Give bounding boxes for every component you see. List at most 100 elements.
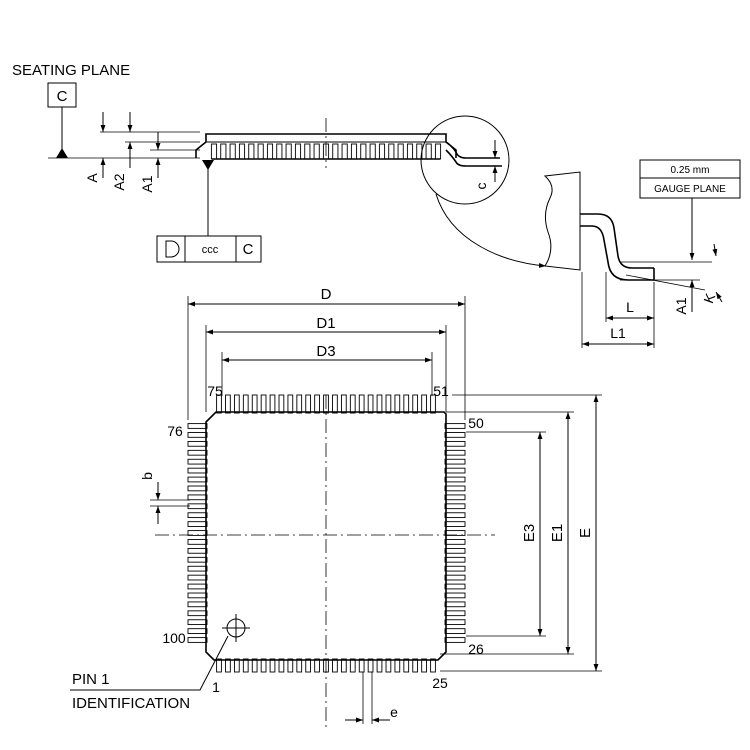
lead-left-side [187, 583, 208, 590]
lead-left-side [187, 467, 208, 474]
pin1-label-line2: IDENTIFICATION [72, 695, 190, 712]
side-lead [210, 143, 218, 160]
pin-number-50: 50 [468, 415, 484, 431]
lead-bottom-side [332, 658, 338, 673]
lead-bottom-side [349, 658, 356, 673]
lead-right-side [444, 440, 466, 447]
pin-number-100: 100 [162, 630, 186, 646]
seating-plane-label: SEATING PLANE [12, 62, 130, 79]
gauge-value: 0.25 mm [671, 165, 710, 176]
side-view-leads [210, 143, 442, 160]
side-lead [266, 143, 274, 160]
pin-number-51: 51 [433, 383, 449, 399]
pin1-label-line1: PIN 1 [72, 671, 110, 688]
lead-detail-view: 0.25 mm GAUGE PLANE A1 K L L1 [543, 159, 741, 348]
side-lead [313, 143, 320, 160]
side-lead [257, 143, 264, 160]
lead-right-side [444, 610, 466, 617]
lead-top-side [430, 394, 436, 414]
lead-bottom-side [376, 658, 383, 673]
lead-right-side [444, 547, 466, 554]
dim-a2-label: A2 [111, 173, 127, 190]
lead-right-side [444, 432, 466, 438]
lead-top-side [349, 394, 356, 414]
lead-bottom-side [412, 658, 419, 673]
dim-d3-label: D3 [316, 343, 335, 360]
dim-d-label: D [321, 286, 332, 303]
lead-bottom-side [314, 658, 320, 673]
lead-left-side [187, 449, 208, 456]
side-lead [285, 143, 292, 160]
lead-left-side [187, 565, 208, 572]
lead-bottom-side [430, 658, 436, 673]
lead-left-side [187, 619, 208, 626]
lead-top-side [305, 394, 312, 414]
lead-bottom-side [225, 658, 231, 673]
dim-a-label: A [84, 173, 100, 183]
side-lead [248, 143, 255, 160]
flatness-symbol-icon [165, 240, 180, 258]
lead-left-side [187, 494, 208, 501]
lead-bottom-side [305, 658, 312, 673]
dim-d1-label: D1 [316, 315, 335, 332]
lead-left-side [187, 601, 208, 608]
lead-top-side [358, 394, 365, 414]
lead-left-side [187, 512, 208, 519]
side-lead [434, 143, 442, 160]
lead-left-side [187, 503, 208, 510]
top-view: PIN 1 IDENTIFICATION 1 25 26 50 51 75 76… [70, 286, 602, 730]
dim-e3-label: E3 [521, 524, 538, 542]
lead-right-side [444, 565, 466, 572]
side-lead [229, 143, 236, 160]
lead-right-side [444, 467, 466, 474]
pin-number-26: 26 [468, 641, 484, 657]
lead-top-side [233, 394, 240, 414]
lead-top-side [367, 394, 374, 414]
lead-bottom-side [296, 658, 303, 673]
fcf-datum: C [243, 241, 254, 258]
lead-right-side [444, 574, 466, 581]
detail-lead-lower [445, 149, 502, 167]
lead-right-side [444, 449, 466, 456]
lead-top-side [251, 394, 258, 414]
lead-top-side [269, 394, 276, 414]
lead-bottom-side [367, 658, 374, 673]
detail-lead-upper [445, 141, 500, 159]
side-lead [425, 143, 432, 160]
lead-left-side [187, 485, 208, 492]
lead-top-side [260, 394, 267, 414]
side-view: SEATING PLANE C A A2 A1 ccc C [12, 62, 547, 268]
lead-bottom-side [421, 658, 427, 673]
dim-a1-label: A1 [139, 175, 155, 192]
lead-top-side [296, 394, 303, 414]
detail-k-label: K [700, 291, 718, 306]
pin-number-25: 25 [432, 675, 448, 691]
lead-bottom-side [233, 658, 240, 673]
side-lead [360, 143, 367, 160]
detail-callout-leader [435, 193, 547, 268]
detail-a1-label: A1 [673, 297, 689, 314]
fcf-value: ccc [202, 244, 219, 256]
lead-right-side [444, 583, 466, 590]
lead-right-side [444, 521, 466, 527]
lead-bottom-side [216, 658, 222, 673]
dim-e-label: E [577, 528, 594, 538]
lead-bottom-side [287, 658, 294, 673]
lead-right-side [444, 601, 466, 608]
side-lead [378, 143, 386, 160]
lead-left-side [187, 556, 208, 563]
side-lead [238, 143, 246, 160]
lead-bottom-side [403, 658, 410, 673]
detail-circle [420, 115, 510, 205]
lead-left-side [187, 440, 208, 447]
lead-right-side [444, 539, 466, 545]
lead-bottom-side [358, 658, 365, 673]
lead-left-side [187, 628, 208, 634]
dim-l1-label: L1 [610, 325, 626, 341]
lead-left-side [187, 521, 208, 527]
dim-e1-label: E1 [549, 524, 566, 542]
detail-lead-top-edge [580, 213, 654, 269]
package-top-outline [205, 411, 447, 661]
lead-right-side [444, 592, 466, 599]
lead-right-side [444, 556, 466, 563]
